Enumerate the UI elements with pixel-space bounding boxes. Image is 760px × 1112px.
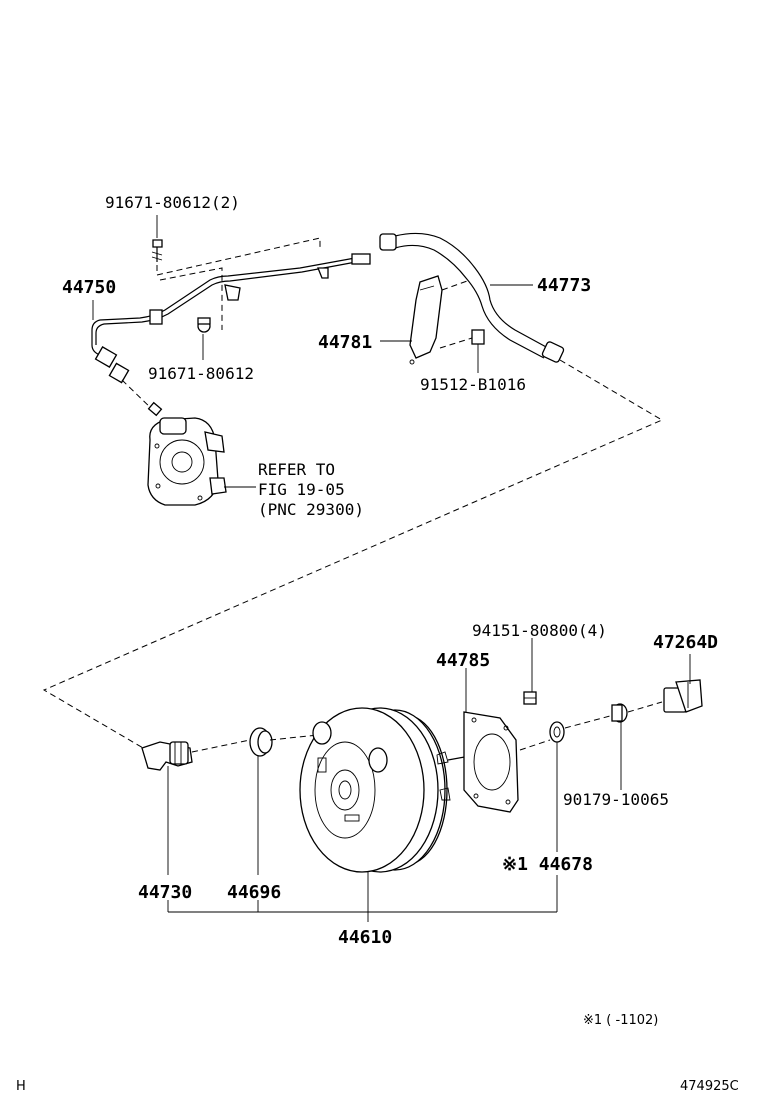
label-44696[interactable]: 44696 [227,882,281,903]
refer-line-2: FIG 19-05 [258,480,345,499]
refer-line-1: REFER TO [258,460,335,479]
vacuum-hose-44773 [379,232,565,363]
nut-icon [523,691,537,705]
washer-icon [549,721,565,743]
gasket-44785 [463,711,519,813]
bolt-icon [197,317,211,333]
label-44785[interactable]: 44785 [436,650,490,671]
vacuum-pipe-44750 [91,253,371,384]
vacuum-pump-icon [121,379,227,506]
label-44750[interactable]: 44750 [62,277,116,298]
footnote: ※1 ( -1102) [583,1013,658,1028]
grommet-44696 [249,727,273,757]
label-94151-80800-4[interactable]: 94151-80800(4) [472,621,607,640]
check-valve-44730 [141,741,193,771]
left-code: H [16,1079,26,1094]
label-91671-80612[interactable]: 91671-80612 [148,364,254,383]
nut-icon [611,703,628,723]
label-44781[interactable]: 44781 [318,332,372,353]
label-44678[interactable]: ※1 44678 [502,854,593,875]
clevis-47264D [663,679,703,713]
label-91671-80612-2[interactable]: 91671-80612(2) [105,193,240,212]
label-91512-B1016[interactable]: 91512-B1016 [420,375,526,394]
label-90179-10065[interactable]: 90179-10065 [563,790,669,809]
label-47264D[interactable]: 47264D [653,632,718,653]
bolt-icon [151,239,163,262]
label-44730[interactable]: 44730 [138,882,192,903]
bolt-icon [439,329,485,349]
figure-code: 474925C [680,1079,739,1094]
brake-booster-44610 [299,707,471,873]
label-44773[interactable]: 44773 [537,275,591,296]
label-44610[interactable]: 44610 [338,927,392,948]
bracket-44781 [409,275,471,365]
refer-line-3: (PNC 29300) [258,500,364,519]
